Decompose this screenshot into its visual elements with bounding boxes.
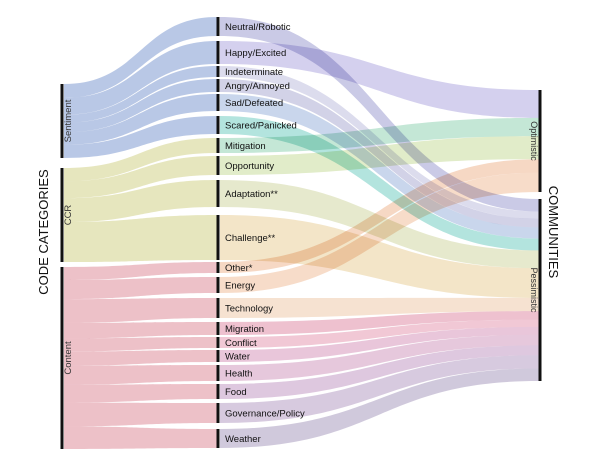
flow-code-to-optimistic bbox=[220, 41, 539, 118]
code-label: Conflict bbox=[225, 338, 257, 349]
flow-content-to-code bbox=[64, 402, 217, 427]
group-label-content: Content bbox=[63, 341, 74, 375]
flow-code-to-pessimistic bbox=[220, 17, 539, 212]
community-label-pessimistic: Pessimistic bbox=[529, 267, 539, 313]
flow-ccr-to-code bbox=[64, 180, 217, 223]
flow-sentiment-to-code bbox=[64, 17, 217, 98]
group-to-code-flows bbox=[64, 17, 217, 449]
code-label: Adaptation** bbox=[225, 189, 278, 200]
code-node-bar bbox=[216, 66, 220, 77]
flow-code-to-optimistic bbox=[220, 172, 539, 293]
code-label: Challenge** bbox=[225, 233, 275, 244]
flow-sentiment-to-code bbox=[64, 79, 217, 133]
flow-content-to-code bbox=[64, 262, 217, 281]
flow-content-to-code bbox=[64, 337, 217, 352]
code-label: Sad/Defeated bbox=[225, 98, 283, 109]
node-bars bbox=[60, 17, 542, 449]
flow-code-to-pessimistic bbox=[220, 326, 539, 362]
community-node-bar-pessimistic bbox=[538, 199, 542, 381]
flow-code-to-pessimistic bbox=[220, 368, 539, 448]
flow-code-to-pessimistic bbox=[220, 319, 539, 348]
flow-code-to-pessimistic bbox=[220, 297, 539, 318]
code-label: Water bbox=[225, 352, 250, 363]
code-label: Weather bbox=[225, 434, 261, 445]
flow-sentiment-to-code bbox=[64, 116, 217, 158]
flow-ccr-to-code bbox=[64, 138, 217, 182]
group-node-bar-sentiment bbox=[60, 84, 64, 158]
code-to-community-flows bbox=[220, 17, 539, 448]
code-node-bar bbox=[216, 79, 220, 92]
flow-code-to-optimistic bbox=[220, 117, 539, 153]
flow-code-to-pessimistic bbox=[220, 215, 539, 298]
code-node-bar bbox=[216, 116, 220, 134]
flow-content-to-code bbox=[64, 426, 217, 449]
flow-code-to-pessimistic bbox=[220, 180, 539, 269]
code-label: Angry/Annoyed bbox=[225, 81, 290, 92]
flow-sentiment-to-code bbox=[64, 66, 217, 123]
flow-code-to-pessimistic bbox=[220, 334, 539, 381]
code-node-bar bbox=[216, 403, 220, 423]
flow-code-to-pessimistic bbox=[220, 355, 539, 423]
code-label: Mitigation bbox=[225, 141, 266, 152]
code-node-bar bbox=[216, 322, 220, 335]
code-label: Technology bbox=[225, 304, 273, 315]
code-node-bar bbox=[216, 17, 220, 36]
group-label-sentiment: Sentiment bbox=[63, 99, 74, 142]
code-node-bar bbox=[216, 384, 220, 399]
code-label: Migration bbox=[225, 324, 264, 335]
flow-content-to-code bbox=[64, 322, 217, 339]
flow-content-to-code bbox=[64, 298, 217, 323]
flow-code-to-pessimistic bbox=[220, 116, 539, 251]
code-node-bar bbox=[216, 337, 220, 348]
code-node-bar bbox=[216, 180, 220, 207]
code-node-bar bbox=[216, 262, 220, 273]
flow-code-to-optimistic bbox=[220, 159, 539, 273]
flow-sentiment-to-code bbox=[64, 94, 217, 145]
community-label-optimistic: Optimistic bbox=[529, 121, 539, 161]
code-label: Scared/Panicked bbox=[225, 121, 297, 132]
code-label: Indeterminate bbox=[225, 67, 283, 78]
flow-sentiment-to-code bbox=[64, 41, 217, 115]
code-node-bar bbox=[216, 94, 220, 111]
code-label: Opportunity bbox=[225, 161, 274, 172]
code-node-bar bbox=[216, 429, 220, 448]
code-label: Neutral/Robotic bbox=[225, 22, 291, 33]
group-label-ccr: CCR bbox=[63, 205, 74, 226]
flow-ccr-to-code bbox=[64, 215, 217, 262]
flow-code-to-pessimistic bbox=[220, 311, 539, 335]
group-node-bar-ccr bbox=[60, 168, 64, 262]
flow-content-to-code bbox=[64, 384, 217, 403]
flow-code-to-optimistic bbox=[220, 136, 539, 175]
code-node-bar bbox=[216, 215, 220, 260]
code-label: Energy bbox=[225, 281, 255, 292]
code-label: Governance/Policy bbox=[225, 409, 305, 420]
code-node-bar bbox=[216, 138, 220, 153]
code-label: Health bbox=[225, 369, 252, 380]
code-node-bar bbox=[216, 277, 220, 293]
flow-content-to-code bbox=[64, 350, 217, 366]
flow-content-to-code bbox=[64, 365, 217, 385]
code-label: Food bbox=[225, 387, 247, 398]
code-label: Happy/Excited bbox=[225, 48, 286, 59]
code-label: Other* bbox=[225, 263, 253, 274]
flow-content-to-code bbox=[64, 277, 217, 300]
axis-title-right: COMMUNITIES bbox=[546, 186, 561, 279]
code-node-bar bbox=[216, 365, 220, 381]
group-node-bar-content bbox=[60, 267, 64, 449]
axis-title-left: CODE CATEGORIES bbox=[36, 169, 51, 295]
code-node-bar bbox=[216, 41, 220, 64]
community-node-bar-optimistic bbox=[538, 90, 542, 192]
flow-code-to-pessimistic bbox=[220, 345, 539, 399]
code-node-bar bbox=[216, 298, 220, 318]
code-node-bar bbox=[216, 156, 220, 175]
flow-ccr-to-code bbox=[64, 156, 217, 199]
node-labels: Neutral/RoboticHappy/ExcitedIndeterminat… bbox=[63, 22, 539, 445]
code-node-bar bbox=[216, 350, 220, 362]
